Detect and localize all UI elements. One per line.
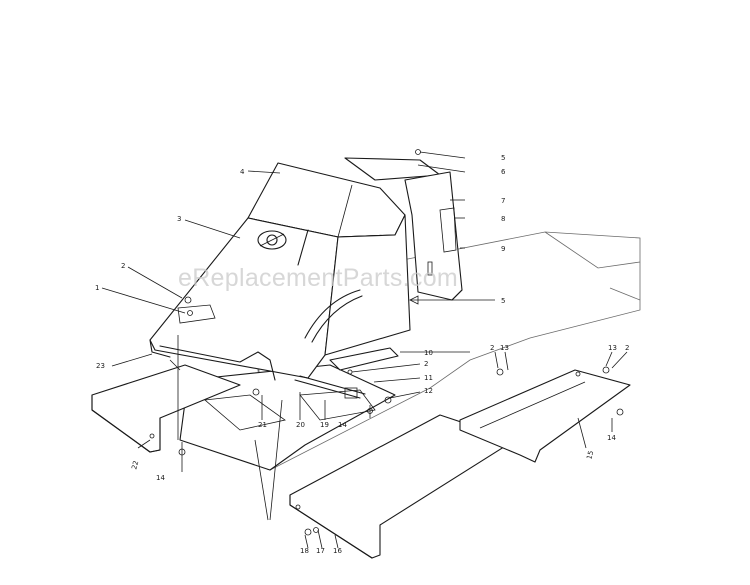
callout-14-left: 14 xyxy=(156,474,165,482)
callout-3: 3 xyxy=(177,215,181,223)
callout-7: 7 xyxy=(501,197,505,205)
callout-11: 11 xyxy=(424,374,433,382)
callout-12: 12 xyxy=(424,387,433,395)
leader-lines xyxy=(101,149,628,549)
callout-5-mid: 5 xyxy=(501,297,505,305)
linkage xyxy=(294,347,399,404)
callout-labels: 5 6 4 7 8 3 9 2 1 5 10 2 13 13 2 23 2 11… xyxy=(95,154,629,555)
side-panel-right xyxy=(289,414,516,559)
callout-15: 15 xyxy=(585,450,595,461)
callout-6: 6 xyxy=(501,168,506,176)
callout-21: 21 xyxy=(258,421,267,429)
callout-14-mid: 14 xyxy=(338,421,347,429)
callout-2-mid: 2 xyxy=(490,344,494,352)
rear-tray xyxy=(459,369,631,463)
callout-22: 22 xyxy=(130,460,140,471)
callout-23: 23 xyxy=(96,362,105,370)
callout-13-mid: 13 xyxy=(500,344,509,352)
callout-8: 8 xyxy=(501,215,505,223)
callout-5-top: 5 xyxy=(501,154,505,162)
callout-16: 16 xyxy=(333,547,342,555)
callout-13-right: 13 xyxy=(608,344,617,352)
callout-20: 20 xyxy=(296,421,305,429)
callout-17: 17 xyxy=(316,547,325,555)
callout-18: 18 xyxy=(300,547,309,555)
side-panel-left xyxy=(91,364,241,453)
callout-2-right: 2 xyxy=(625,344,629,352)
callout-4: 4 xyxy=(240,168,245,176)
callout-2-left: 2 xyxy=(121,262,125,270)
hood-assembly xyxy=(149,162,411,381)
watermark: eReplacementParts.com xyxy=(178,264,458,292)
callout-14-right: 14 xyxy=(607,434,616,442)
rear-deflector xyxy=(344,157,463,301)
callout-9: 9 xyxy=(501,245,505,253)
callout-1: 1 xyxy=(95,284,99,292)
callout-10: 10 xyxy=(424,349,433,357)
base-plate xyxy=(179,364,396,471)
callout-19: 19 xyxy=(320,421,329,429)
callout-2-lower: 2 xyxy=(424,360,428,368)
